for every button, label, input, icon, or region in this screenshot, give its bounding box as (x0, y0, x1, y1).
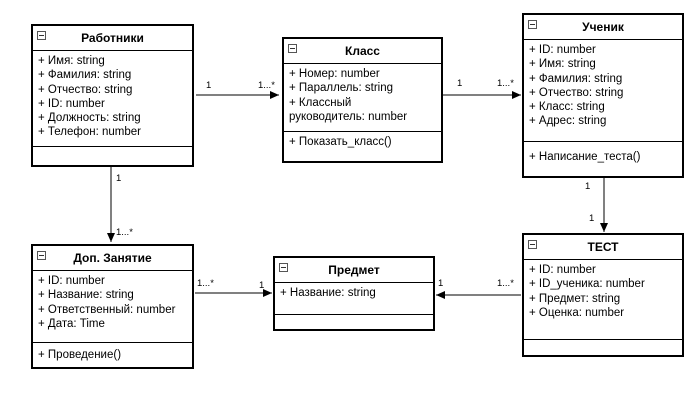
class-klass[interactable]: Класс + Номер: number + Параллель: strin… (282, 37, 443, 163)
operation: + Написание_теста() (529, 151, 641, 163)
attribute: + Фамилия: string (529, 72, 623, 85)
class-test-operations (524, 340, 682, 343)
class-extra-title: Доп. Занятие (73, 251, 152, 265)
collapse-icon[interactable] (37, 251, 46, 260)
multiplicity-label: 1...* (497, 278, 514, 289)
attribute: + Имя: string (38, 55, 105, 67)
class-subject[interactable]: Предмет + Название: string (273, 256, 435, 331)
class-test[interactable]: ТЕСТ + ID: number + ID_ученика: number +… (522, 233, 684, 357)
attribute: + Классный (289, 96, 352, 109)
multiplicity-label: 1 (206, 80, 212, 91)
attribute: руководитель: number (289, 110, 408, 123)
class-subject-header[interactable]: Предмет (275, 258, 433, 283)
collapse-icon[interactable] (279, 263, 288, 272)
class-klass-attributes: + Номер: number + Параллель: string + Кл… (284, 64, 441, 132)
attribute: + Телефон: number (38, 126, 142, 139)
class-workers[interactable]: Работники + Имя: string + Фамилия: strin… (31, 24, 194, 167)
class-student-attributes: + ID: number + Имя: string + Фамилия: st… (524, 40, 682, 142)
collapse-icon[interactable] (528, 20, 537, 29)
class-test-header[interactable]: ТЕСТ (524, 235, 682, 260)
attribute: + Имя: string (529, 58, 596, 71)
attribute: + Отчество: string (529, 86, 624, 99)
class-extra[interactable]: Доп. Занятие + ID: number + Название: st… (31, 244, 194, 369)
class-extra-operations: + Проведение() (33, 343, 192, 362)
attribute: + Класс: string (529, 101, 605, 114)
class-klass-title: Класс (345, 44, 380, 58)
attribute: + ID: number (38, 275, 105, 287)
class-workers-header[interactable]: Работники (33, 26, 192, 51)
class-subject-attributes: + Название: string (275, 283, 433, 315)
multiplicity-label: 1...* (258, 80, 275, 91)
class-test-attributes: + ID: number + ID_ученика: number + Пред… (524, 260, 682, 340)
attribute: + Оценка: number (529, 306, 625, 319)
attribute: + Дата: Time (38, 317, 105, 330)
attribute: + ID_ученика: number (529, 278, 645, 291)
collapse-icon[interactable] (528, 240, 537, 249)
multiplicity-label: 1...* (497, 78, 514, 89)
attribute: + ID: number (38, 97, 105, 110)
attribute: + Отчество: string (38, 83, 133, 96)
class-subject-title: Предмет (328, 263, 380, 277)
collapse-icon[interactable] (37, 31, 46, 40)
class-klass-header[interactable]: Класс (284, 39, 441, 64)
class-extra-attributes: + ID: number + Название: string + Ответс… (33, 271, 192, 343)
multiplicity-label: 1...* (197, 278, 214, 289)
class-student-header[interactable]: Ученик (524, 15, 682, 40)
attribute: + Название: string (280, 287, 376, 299)
attribute: + Номер: number (289, 68, 380, 80)
attribute: + Параллель: string (289, 82, 394, 95)
class-student-title: Ученик (582, 20, 624, 34)
operation: + Показать_класс() (289, 136, 392, 148)
class-workers-operations (33, 147, 192, 150)
multiplicity-label: 1 (438, 278, 444, 289)
class-student-operations: + Написание_теста() (524, 142, 682, 164)
multiplicity-label: 1 (116, 173, 122, 184)
multiplicity-label: 1 (585, 181, 591, 192)
attribute: + Адрес: string (529, 115, 607, 128)
multiplicity-label: 1 (259, 280, 265, 291)
class-workers-attributes: + Имя: string + Фамилия: string + Отчест… (33, 51, 192, 147)
class-student[interactable]: Ученик + ID: number + Имя: string + Фами… (522, 13, 684, 178)
class-klass-operations: + Показать_класс() (284, 132, 441, 149)
attribute: + Предмет: string (529, 292, 621, 305)
attribute: + Фамилия: string (38, 69, 132, 82)
class-workers-title: Работники (81, 31, 144, 45)
class-extra-header[interactable]: Доп. Занятие (33, 246, 192, 271)
multiplicity-label: 1 (589, 213, 595, 224)
operation: + Проведение() (38, 349, 122, 361)
collapse-icon[interactable] (288, 44, 297, 53)
attribute: + ID: number (529, 44, 596, 56)
attribute: + ID: number (529, 264, 596, 276)
attribute: + Ответственный: number (38, 303, 176, 316)
class-subject-operations (275, 315, 433, 318)
multiplicity-label: 1 (457, 78, 463, 89)
class-test-title: ТЕСТ (587, 240, 619, 254)
multiplicity-label: 1...* (116, 227, 133, 238)
attribute: + Должность: string (38, 112, 141, 125)
attribute: + Название: string (38, 289, 134, 302)
